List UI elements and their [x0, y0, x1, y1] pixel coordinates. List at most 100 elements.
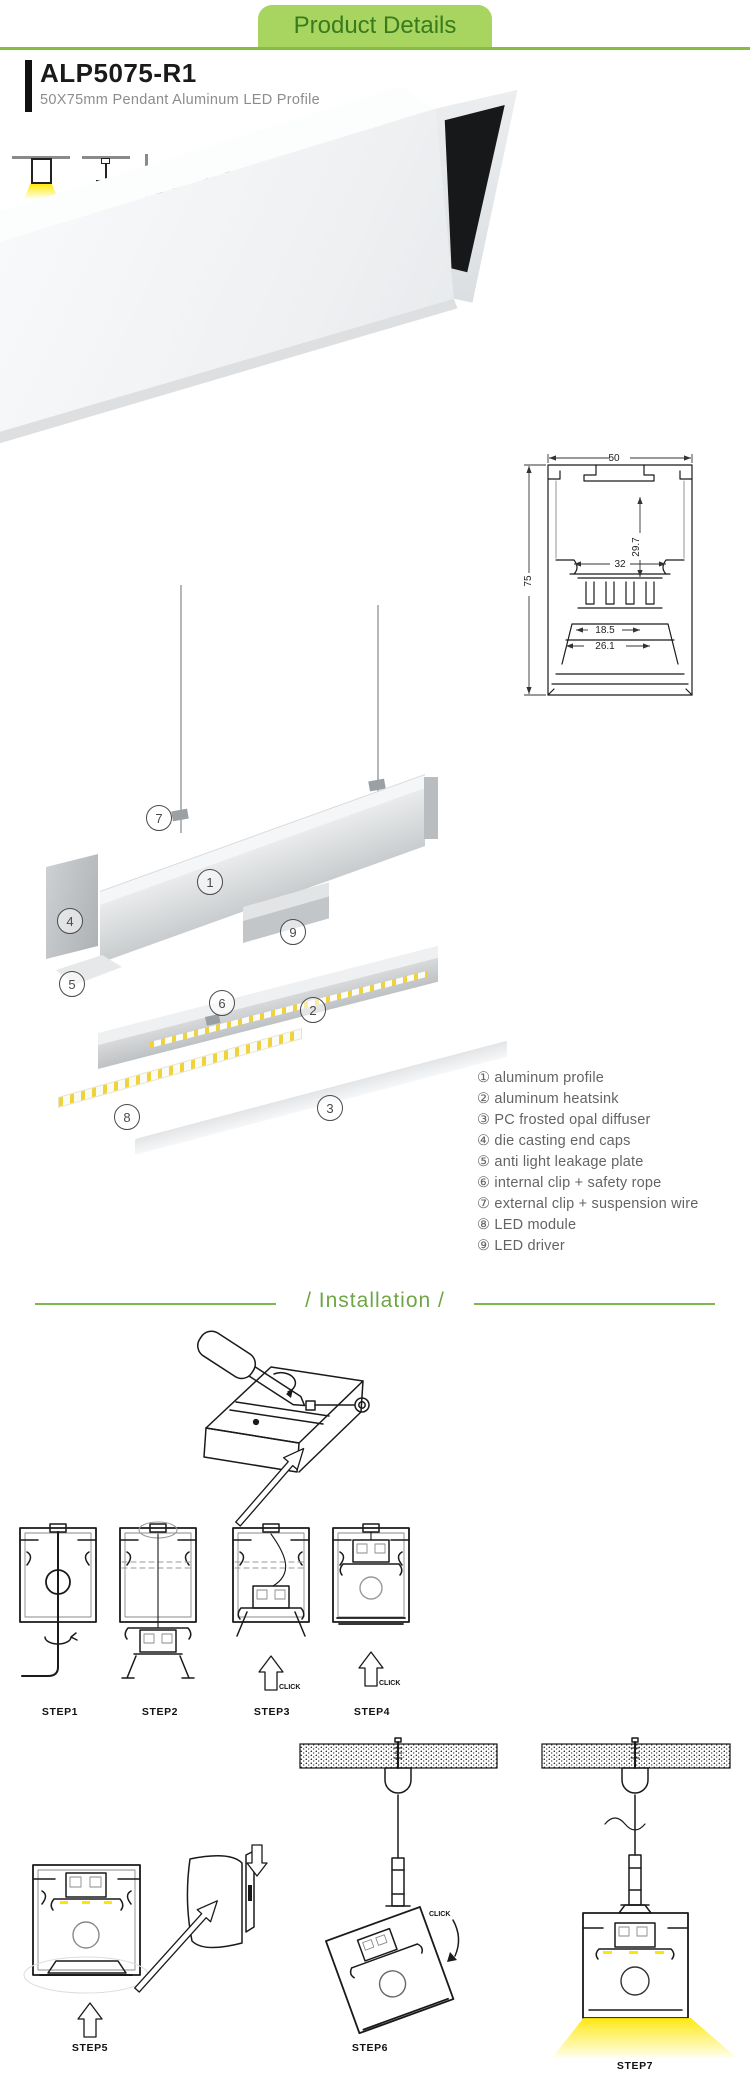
title-accent-bar [25, 60, 32, 112]
suspension-wire [105, 164, 107, 180]
recessed-mount-icon [10, 150, 74, 208]
product-details-tab-label: Product Details [293, 12, 457, 39]
part-item-7: ⑦ external clip + suspension wire [477, 1196, 699, 1212]
profile-box [31, 158, 52, 184]
pendant-kit [604, 1767, 652, 1914]
part-item-1: ① aluminum profile [477, 1070, 605, 1086]
callout-2: 2 [300, 997, 326, 1023]
callout-9: 9 [280, 919, 306, 945]
part-item-2: ② aluminum heatsink [477, 1091, 619, 1107]
part-item-3: ③ PC frosted opal diffuser [477, 1112, 651, 1128]
step3-click-label: CLICK [279, 1684, 300, 1691]
push-up-arrow [258, 1655, 284, 1691]
tilted-profile [325, 1906, 455, 2035]
push-up-arrow [358, 1651, 384, 1687]
dim-height-label: 75 [523, 575, 534, 587]
canopy [101, 158, 110, 164]
callout-3-num: 3 [326, 1100, 334, 1116]
step4-drawing: CLICK [332, 1523, 410, 1687]
installation-line-left [35, 1303, 276, 1305]
rotate-arrow [447, 1919, 460, 1962]
light-beam [24, 184, 58, 199]
pointer-arrow [235, 1447, 305, 1527]
step1-drawing [19, 1523, 97, 1677]
callout-6-num: 6 [218, 995, 226, 1011]
callout-6: 6 [209, 990, 235, 1016]
installation-detail-drawing [197, 1330, 370, 1527]
dim-inner-width-label: 32 [614, 559, 626, 570]
part-item-4: ④ die casting end caps [477, 1133, 631, 1149]
profile-body [203, 1366, 364, 1473]
step2-label: STEP2 [141, 1706, 179, 1718]
hanging-profile [582, 1912, 689, 2019]
callout-1-num: 1 [206, 874, 214, 890]
parts-list: ① aluminum profile ② aluminum heatsink ③… [477, 1068, 747, 1257]
step6-click-label: CLICK [429, 1911, 450, 1918]
suspension-wire-left [180, 585, 182, 833]
step3-label: STEP3 [253, 1706, 291, 1718]
step5-diagram [10, 1843, 160, 2043]
step7-label: STEP7 [616, 2060, 654, 2072]
dimension-lines [524, 454, 693, 696]
dim-width-label: 50 [608, 453, 620, 464]
dim-opening-label: 26.1 [595, 641, 615, 652]
rotation-arrow [273, 1371, 297, 1398]
ceiling-line [12, 156, 70, 159]
suspension-wire-right [377, 605, 379, 803]
callout-3: 3 [317, 1095, 343, 1121]
product-subtitle: 50X75mm Pendant Aluminum LED Profile [40, 92, 320, 108]
callout-7-num: 7 [155, 810, 163, 826]
dim-inner-height-label: 29.7 [631, 537, 642, 557]
callout-7: 7 [146, 805, 172, 831]
callout-8: 8 [114, 1104, 140, 1130]
dim-slot-label: 18.5 [595, 625, 615, 636]
step6-label: STEP6 [351, 2042, 389, 2054]
ceiling-line [82, 156, 130, 159]
part-item-8: ⑧ LED module [477, 1217, 577, 1233]
external-clip-left [171, 808, 189, 822]
cross-section-drawing: 50 75 29.7 32 18.5 26.1 [523, 453, 693, 696]
pendant-kit [384, 1767, 412, 1907]
end-cap-detail-drawing [134, 1844, 268, 1993]
end-cap [46, 854, 98, 959]
step2-drawing [119, 1521, 197, 1679]
installation-heading: / Installation / [305, 1289, 445, 1312]
callout-1: 1 [197, 869, 223, 895]
callout-9-num: 9 [289, 924, 297, 940]
step4-diagram: CLICK [313, 1522, 433, 1702]
profile-right-end [424, 777, 438, 839]
step1-diagram [0, 1522, 120, 1702]
callout-2-num: 2 [309, 1002, 317, 1018]
exploded-view: 7 1 4 5 9 6 2 8 3 [0, 555, 750, 1180]
screw [393, 1737, 403, 1769]
part-item-5: ⑤ anti light leakage plate [477, 1154, 644, 1170]
product-photo [0, 86, 750, 466]
installation-line-right [474, 1303, 715, 1305]
callout-4-num: 4 [66, 913, 74, 929]
header-divider-line [0, 47, 750, 50]
step3-drawing: CLICK [232, 1523, 310, 1691]
callout-8-num: 8 [123, 1109, 131, 1125]
step5-label: STEP5 [71, 2042, 109, 2054]
heatsink-top [98, 945, 438, 1045]
callout-5: 5 [59, 971, 85, 997]
callout-4: 4 [57, 908, 83, 934]
step4-label: STEP4 [353, 1706, 391, 1718]
step5-drawing [23, 1864, 149, 2038]
suspension-eyelet [305, 1397, 370, 1413]
push-up-arrow [77, 2002, 103, 2038]
screw [630, 1737, 640, 1769]
step3-diagram: CLICK [213, 1522, 333, 1702]
step1-label: STEP1 [41, 1706, 79, 1718]
callout-5-num: 5 [68, 976, 76, 992]
screwdriver [197, 1330, 306, 1407]
part-item-9: ⑨ LED driver [477, 1238, 565, 1254]
step7-diagram [541, 1737, 731, 2019]
part-item-6: ⑥ internal clip + safety rope [477, 1175, 662, 1191]
step6-diagram: CLICK [299, 1737, 498, 2035]
product-details-tab: Product Details [258, 5, 492, 47]
insert-down-arrow [246, 1844, 268, 1877]
pointer-arrow [134, 1900, 218, 1993]
product-model-title: ALP5075-R1 [40, 58, 197, 88]
